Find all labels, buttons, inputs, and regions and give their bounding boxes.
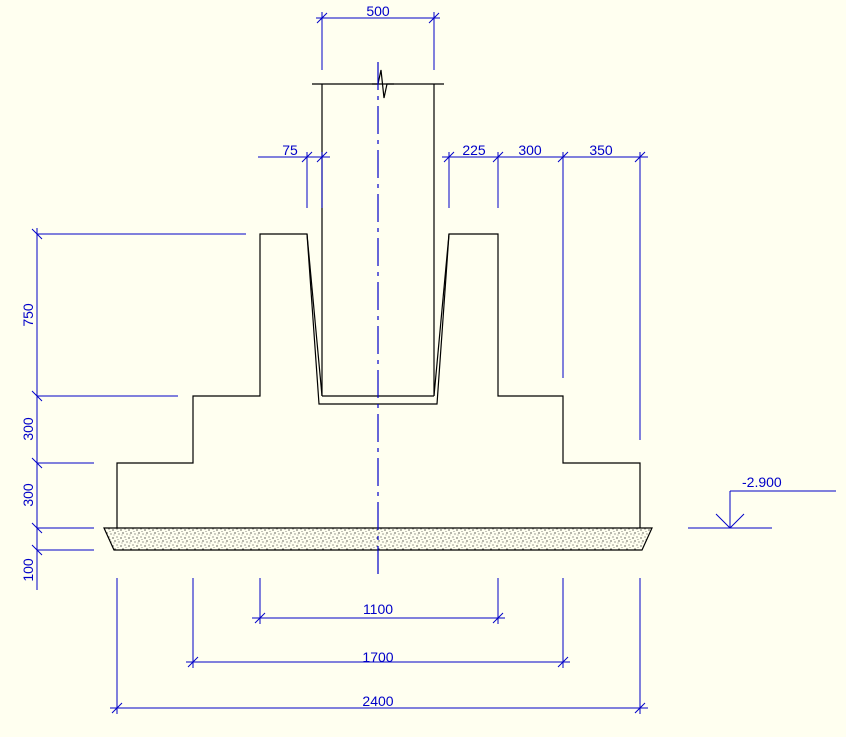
dim-left-gap: 75 (282, 142, 298, 158)
dim-width-2400: 2400 (362, 693, 393, 709)
break-symbol (372, 69, 394, 99)
dim-width-1700: 1700 (362, 649, 393, 665)
dim-column-width: 500 (366, 3, 390, 19)
socket-right-inner (433, 233, 450, 397)
dim-width-1100: 1100 (363, 601, 393, 617)
dim-height-100: 100 (20, 558, 36, 582)
socket-left-inner (306, 233, 323, 397)
dimension-lines (31, 12, 836, 714)
dim-height-300-lower: 300 (20, 483, 36, 507)
dim-height-750: 750 (20, 303, 36, 327)
elevation-label: -2.900 (742, 474, 782, 490)
dim-step-350: 350 (589, 142, 613, 158)
dim-right-gap: 225 (462, 142, 486, 158)
dim-step-300: 300 (518, 142, 542, 158)
dim-height-300-upper: 300 (20, 417, 36, 441)
